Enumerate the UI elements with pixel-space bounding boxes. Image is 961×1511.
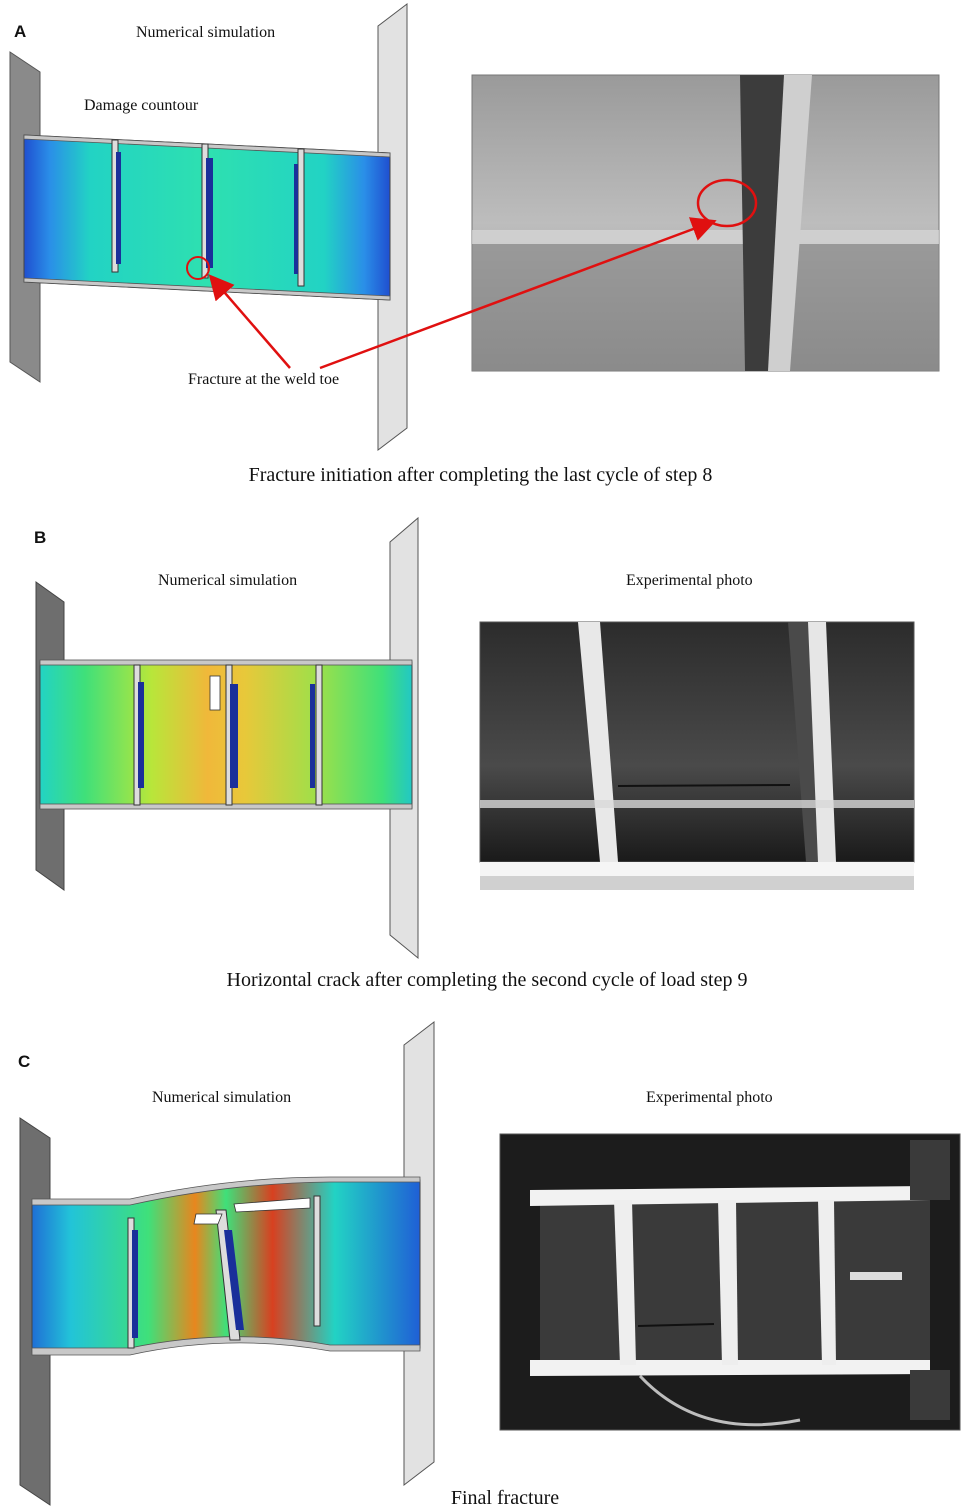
arrow-to-photo-fracture (319, 217, 717, 370)
panel-c-photo-label: Experimental photo (646, 1089, 773, 1106)
panel-c-caption: Final fracture (450, 1487, 560, 1509)
stiffener-a3 (297, 148, 305, 287)
stiffener-shadow-a3 (294, 164, 298, 274)
panel-a-sim-label: Numerical simulation (136, 24, 276, 41)
photo-b-background (479, 621, 915, 863)
panel-c-sim-label: Numerical simulation (152, 1089, 292, 1106)
panel-b-caption: Horizontal crack after completing the se… (226, 969, 748, 991)
bottom-flange-c (31, 1336, 421, 1356)
photo-c-stiffener3 (818, 1200, 836, 1365)
stiffener-shadow-a2 (206, 158, 213, 268)
fracture-circle-photo (696, 178, 758, 228)
horizontal-crack-b (617, 784, 791, 787)
top-flange-b (39, 659, 413, 666)
panel-b-photo (479, 621, 915, 890)
panel-b-sim-label: Numerical simulation (158, 572, 298, 589)
fracture-label: Fracture at the weld toe (188, 371, 340, 388)
fracture-circle-sim (186, 256, 210, 280)
panel-a-caption: Fracture initiation after completing the… (248, 464, 713, 486)
panel-c-simulation (19, 1020, 435, 1506)
panel-b-photo-label: Experimental photo (626, 572, 753, 589)
panel-c-letter: C (18, 1052, 31, 1071)
panel-b-letter: B (34, 528, 47, 547)
damage-contour-label: Damage countour (84, 97, 199, 114)
panel-a-photo (471, 74, 940, 372)
bottom-flange-a (23, 277, 391, 301)
panel-c-photo (499, 1133, 961, 1431)
panel-b-simulation (35, 516, 419, 960)
panel-a-simulation (9, 2, 408, 452)
panel-a-letter: A (14, 22, 27, 41)
stiffener-shadow-a1 (116, 152, 121, 264)
arrow-to-sim-fracture (208, 274, 291, 369)
top-flange-c (31, 1176, 421, 1206)
stiffener-b3 (315, 664, 323, 806)
photo-c-stiffener1 (614, 1200, 636, 1365)
photo-c-stiffener2 (718, 1200, 738, 1365)
stiffener-c3 (313, 1195, 321, 1327)
